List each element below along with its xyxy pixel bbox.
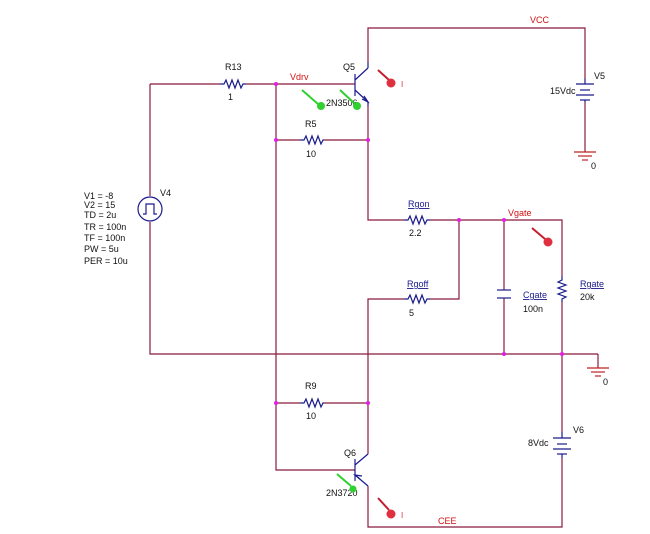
v6-value: 8Vdc — [528, 438, 549, 448]
probe-mark: I — [401, 511, 403, 520]
v4-param: TF = 100n — [84, 233, 125, 243]
junction-dot — [457, 218, 461, 222]
resistor-rgon[interactable]: Rgon 2.2 — [404, 199, 430, 238]
rgoff-label: Rgoff — [407, 279, 429, 289]
r5-value: 10 — [306, 149, 316, 159]
v4-param: PER = 10u — [84, 256, 128, 266]
v4-param: PW = 5u — [84, 244, 119, 254]
r13-label: R13 — [225, 62, 242, 72]
v4-label: V4 — [160, 188, 171, 198]
rgate-label: Rgate — [580, 279, 604, 289]
ground-label: 0 — [603, 377, 608, 387]
v4-param: V2 = 15 — [84, 200, 115, 210]
dc-source-v5[interactable]: V5 15Vdc — [550, 71, 605, 102]
q5-model: 2N3506 — [326, 98, 358, 108]
cgate-label: Cgate — [523, 290, 547, 300]
junction-dot — [560, 352, 564, 356]
junction-dot — [274, 401, 278, 405]
net-label-cee: CEE — [438, 516, 457, 526]
voltage-probe-icon[interactable] — [336, 473, 357, 493]
voltage-probe-icon[interactable] — [301, 89, 325, 110]
v4-param: TR = 100n — [84, 222, 126, 232]
transistor-q6[interactable]: Q6 2N3720 — [326, 448, 369, 498]
voltage-probe-icon[interactable] — [339, 89, 361, 110]
transistor-q5[interactable]: Q5 2N3506 — [326, 62, 370, 108]
r9-label: R9 — [305, 381, 317, 391]
junction-dot — [366, 401, 370, 405]
voltage-probe-icon[interactable] — [531, 227, 553, 247]
rgate-value: 20k — [580, 292, 595, 302]
capacitor-cgate[interactable]: Cgate 100n — [497, 289, 547, 314]
dc-source-v6[interactable]: V6 8Vdc — [528, 425, 584, 458]
v6-label: V6 — [573, 425, 584, 435]
junction-dot — [274, 82, 278, 86]
pulse-source-v4[interactable]: V4 V1 = -8 V2 = 15 TD = 2u TR = 100n TF … — [84, 188, 171, 266]
r9-value: 10 — [306, 411, 316, 421]
net-label-vgate: Vgate — [508, 208, 532, 218]
rgon-label: Rgon — [408, 199, 430, 209]
net-label-vdrv: Vdrv — [290, 72, 309, 82]
v4-param: TD = 2u — [84, 210, 116, 220]
current-probe-icon[interactable]: I — [377, 497, 403, 520]
ground-symbol: 0 — [574, 151, 596, 171]
net-label-vcc: VCC — [530, 15, 550, 25]
v5-value: 15Vdc — [550, 86, 576, 96]
v5-label: V5 — [594, 71, 605, 81]
probe-mark: I — [401, 80, 403, 89]
r13-value: 1 — [228, 92, 233, 102]
junction-dot — [274, 138, 278, 142]
junction-dot — [502, 352, 506, 356]
current-probe-icon[interactable]: I — [377, 69, 403, 89]
rgoff-value: 5 — [409, 308, 414, 318]
resistor-r5[interactable]: R5 10 — [300, 119, 324, 159]
wires — [149, 27, 599, 528]
resistor-rgoff[interactable]: Rgoff 5 — [404, 279, 430, 318]
q6-label: Q6 — [344, 448, 356, 458]
resistor-rgate[interactable]: Rgate 20k — [556, 276, 604, 302]
r5-label: R5 — [305, 119, 317, 129]
resistor-r13[interactable]: R13 1 — [220, 62, 246, 102]
junction-dot — [366, 138, 370, 142]
junction-dot — [502, 218, 506, 222]
v4-param: V1 = -8 — [84, 191, 113, 201]
q5-label: Q5 — [343, 62, 355, 72]
cgate-value: 100n — [523, 304, 543, 314]
resistor-r9[interactable]: R9 10 — [300, 381, 324, 421]
junctions — [274, 82, 564, 405]
ground-label: 0 — [591, 161, 596, 171]
q6-model: 2N3720 — [326, 488, 358, 498]
rgon-value: 2.2 — [409, 228, 422, 238]
ground-symbol: 0 — [587, 367, 609, 387]
